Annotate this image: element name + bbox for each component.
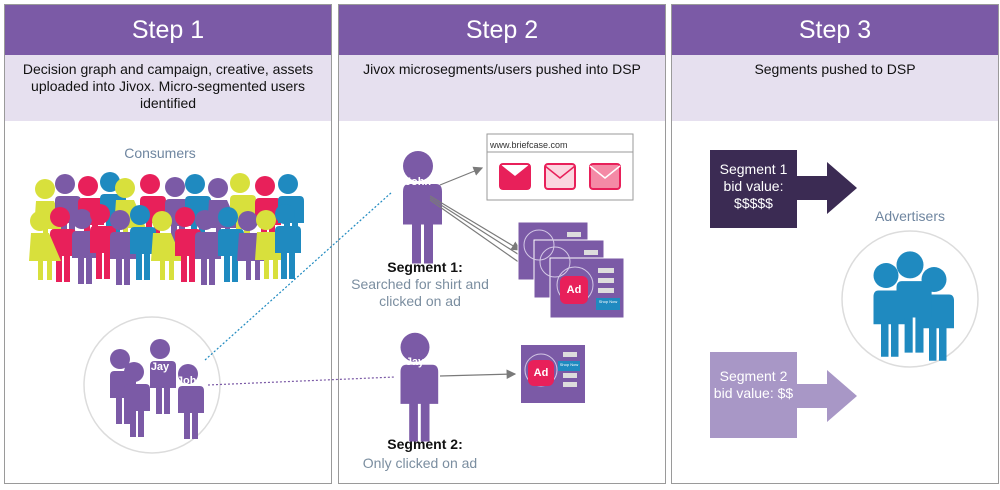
step1-panel: Step 1 Decision graph and campaign, crea…: [4, 4, 332, 484]
consumers-label: Consumers: [124, 145, 196, 161]
ad-label-seg1: Ad: [566, 284, 582, 296]
website-url: www.briefcase.com: [490, 140, 568, 150]
step1-user-jay: Jay: [150, 361, 170, 373]
segment2-title: Segment 2:: [387, 436, 463, 452]
step3-title: Step 3: [672, 5, 998, 55]
step2-user-jay: Jay: [405, 356, 425, 368]
step2-description: Jivox microsegments/users pushed into DS…: [339, 55, 665, 121]
segment1-title: Segment 1:: [387, 259, 463, 275]
step1-description: Decision graph and campaign, creative, a…: [5, 55, 331, 121]
step3-panel: Step 3 Segments pushed to DSP: [671, 4, 999, 484]
step1-user-john: John: [176, 375, 204, 387]
segment1-bid-value: Segment 1 bid value: $$$$$: [719, 161, 788, 211]
step3-description: Segments pushed to DSP: [672, 55, 998, 121]
segment2-text: Only clicked on ad: [362, 455, 478, 471]
segment2-bid-value: Segment 2 bid value: $$: [713, 368, 794, 401]
step1-title: Step 1: [5, 5, 331, 55]
ad-label-seg2: Ad: [533, 367, 549, 379]
advertisers-label: Advertisers: [874, 208, 946, 224]
step2-panel: Step 2 Jivox microsegments/users pushed …: [338, 4, 666, 484]
step2-user-john: John: [404, 176, 432, 188]
shop-label-seg2: Shop Now: [559, 362, 579, 367]
segment1-text: Searched for shirt and clicked on ad: [351, 276, 489, 309]
shop-label-seg1: Shop Now: [598, 299, 618, 304]
step2-title: Step 2: [339, 5, 665, 55]
